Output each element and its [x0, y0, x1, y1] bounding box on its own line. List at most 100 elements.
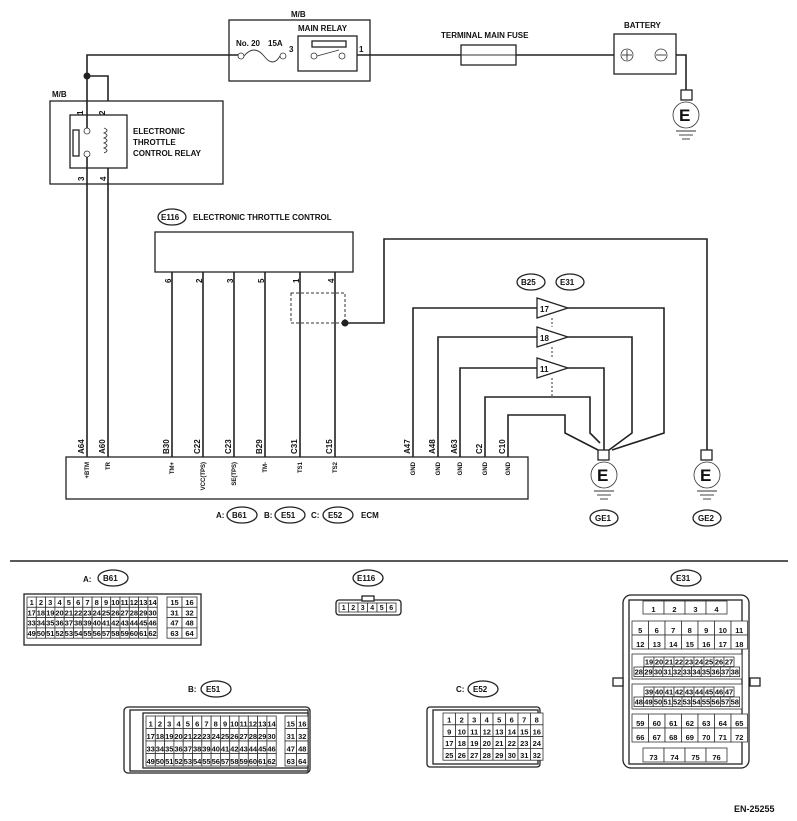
e31-pin-label-26: 26: [715, 657, 723, 666]
e31-pin-label-70: 70: [702, 733, 710, 742]
e31-pin-label-38: 38: [731, 667, 739, 676]
e51-pin-label-60: 60: [249, 757, 257, 766]
e51-pin-label-40: 40: [212, 744, 220, 753]
svg-text:E: E: [700, 466, 711, 485]
e31-pin-label-1: 1: [651, 605, 655, 614]
e116-pin-label-6: 6: [389, 605, 393, 612]
e31-pin-label-16: 16: [702, 640, 710, 649]
footer-code: EN-25255: [734, 804, 775, 814]
etc-pin-2: 2: [195, 278, 204, 283]
e52-pin-label-19: 19: [470, 739, 478, 748]
main-relay-terminal-3: [310, 52, 318, 60]
terminal-fuse-label: TERMINAL MAIN FUSE: [441, 31, 529, 40]
e51-pin-label-36: 36: [174, 744, 182, 753]
e51-pin-label-22: 22: [193, 732, 201, 741]
ecm-terminals: A64+BTMA60TRB30TM+C22VCC(TPS)C23SE(TPS)B…: [77, 439, 512, 491]
b61-pin-label-7: 7: [85, 598, 89, 607]
etc-pin-5: 5: [257, 278, 266, 283]
e51-pin-label-23: 23: [202, 732, 210, 741]
e31-pin-label-27: 27: [725, 657, 733, 666]
b61-pin-label-38: 38: [74, 619, 82, 628]
e52-pin-32: [530, 748, 544, 761]
e31-pin-label-14: 14: [669, 640, 678, 649]
b61-pin-label-4: 4: [57, 598, 62, 607]
e51-pin-label-48: 48: [298, 744, 306, 753]
e31-pin-label-57: 57: [721, 697, 729, 706]
b61-pin-label-16: 16: [185, 598, 193, 607]
b61-pin-label-14: 14: [148, 598, 157, 607]
ecm-signal-c2: GND: [483, 461, 489, 475]
e52-pin-label-27: 27: [470, 751, 478, 760]
e52-pin-label-13: 13: [495, 727, 503, 736]
ground-ge1-symbol: E: [590, 449, 618, 500]
fuse-amp: 15A: [268, 39, 283, 48]
b61-pin-label-10: 10: [111, 598, 119, 607]
e31-pin-label-13: 13: [653, 640, 661, 649]
b61-pin-label-9: 9: [104, 598, 108, 607]
main-relay-label: MAIN RELAY: [298, 24, 348, 33]
b61-pin-label-36: 36: [55, 619, 63, 628]
e51-pin-label-38: 38: [193, 744, 201, 753]
e31-pin-label-12: 12: [636, 640, 644, 649]
e31-pin-47: [723, 686, 735, 697]
ecm-terminal-c22: C22: [193, 439, 202, 454]
ecm-terminal-c23: C23: [224, 439, 233, 454]
e51-pin-label-37: 37: [184, 744, 192, 753]
e116-title: E116: [357, 574, 376, 583]
e51-pin-label-2: 2: [158, 719, 162, 728]
e31-pin-label-23: 23: [685, 657, 693, 666]
e31-pin-label-35: 35: [702, 667, 710, 676]
e52-pin-label-8: 8: [535, 716, 539, 725]
e51-pin-label-64: 64: [298, 757, 307, 766]
ecm-signal-c23: SE(TPS): [232, 462, 238, 486]
e116-pin-label-5: 5: [380, 605, 384, 612]
b61-pin-label-42: 42: [111, 619, 119, 628]
e51-title-prefix: B:: [188, 685, 196, 694]
e51-pin-label-20: 20: [174, 732, 182, 741]
ecm-terminal-c31: C31: [290, 439, 299, 454]
ecm-conn-a: B61: [232, 511, 247, 520]
e52-pin-label-5: 5: [497, 716, 501, 725]
b61-pin-label-44: 44: [130, 619, 139, 628]
e51-pin-label-11: 11: [240, 719, 248, 728]
b61-pin-label-19: 19: [46, 608, 54, 617]
b61-pin-label-49: 49: [27, 629, 35, 638]
b61-pin-label-53: 53: [65, 629, 73, 638]
b61-pin-label-51: 51: [46, 629, 54, 638]
e31-pin-label-7: 7: [671, 626, 675, 635]
e31-pin-label-52: 52: [673, 697, 681, 706]
e51-pin-label-17: 17: [146, 732, 154, 741]
e31-pin-label-40: 40: [655, 687, 663, 696]
b61-pin-label-34: 34: [37, 619, 46, 628]
b61-pin-label-31: 31: [170, 608, 178, 617]
e31-pin-label-30: 30: [654, 667, 662, 676]
e52-pin-label-20: 20: [483, 739, 491, 748]
e51-pin-label-12: 12: [249, 719, 257, 728]
e51-pin-label-58: 58: [230, 757, 238, 766]
b61-pin-label-62: 62: [148, 629, 156, 638]
e51-pin-label-29: 29: [258, 732, 266, 741]
battery-ground: E: [672, 89, 700, 140]
b61-pin-label-47: 47: [170, 619, 178, 628]
etc-pin-1: 1: [292, 278, 301, 283]
e51-pin-label-6: 6: [195, 719, 199, 728]
etc-pin-3: 3: [226, 278, 235, 283]
e52-pin-label-12: 12: [483, 727, 491, 736]
b61-pin-label-52: 52: [55, 629, 63, 638]
b61-pin-label-64: 64: [185, 629, 194, 638]
e31-pin-label-6: 6: [655, 626, 659, 635]
ecm-signal-a47: GND: [411, 461, 417, 475]
e52-pin-label-3: 3: [472, 716, 476, 725]
b61-pin-64: [181, 627, 198, 639]
e31-pin-label-41: 41: [665, 687, 673, 696]
b61-pin-label-25: 25: [102, 608, 110, 617]
b61-pin-62: [147, 627, 158, 639]
e51-pin-label-7: 7: [204, 719, 208, 728]
e31-pin-38: [729, 666, 741, 677]
e31-pin-label-29: 29: [644, 667, 652, 676]
etc-title: ELECTRONIC THROTTLE CONTROL: [193, 213, 332, 222]
main-relay-terminal-1: [338, 52, 346, 60]
ecm-signal-c22: VCC(TPS): [201, 462, 207, 490]
